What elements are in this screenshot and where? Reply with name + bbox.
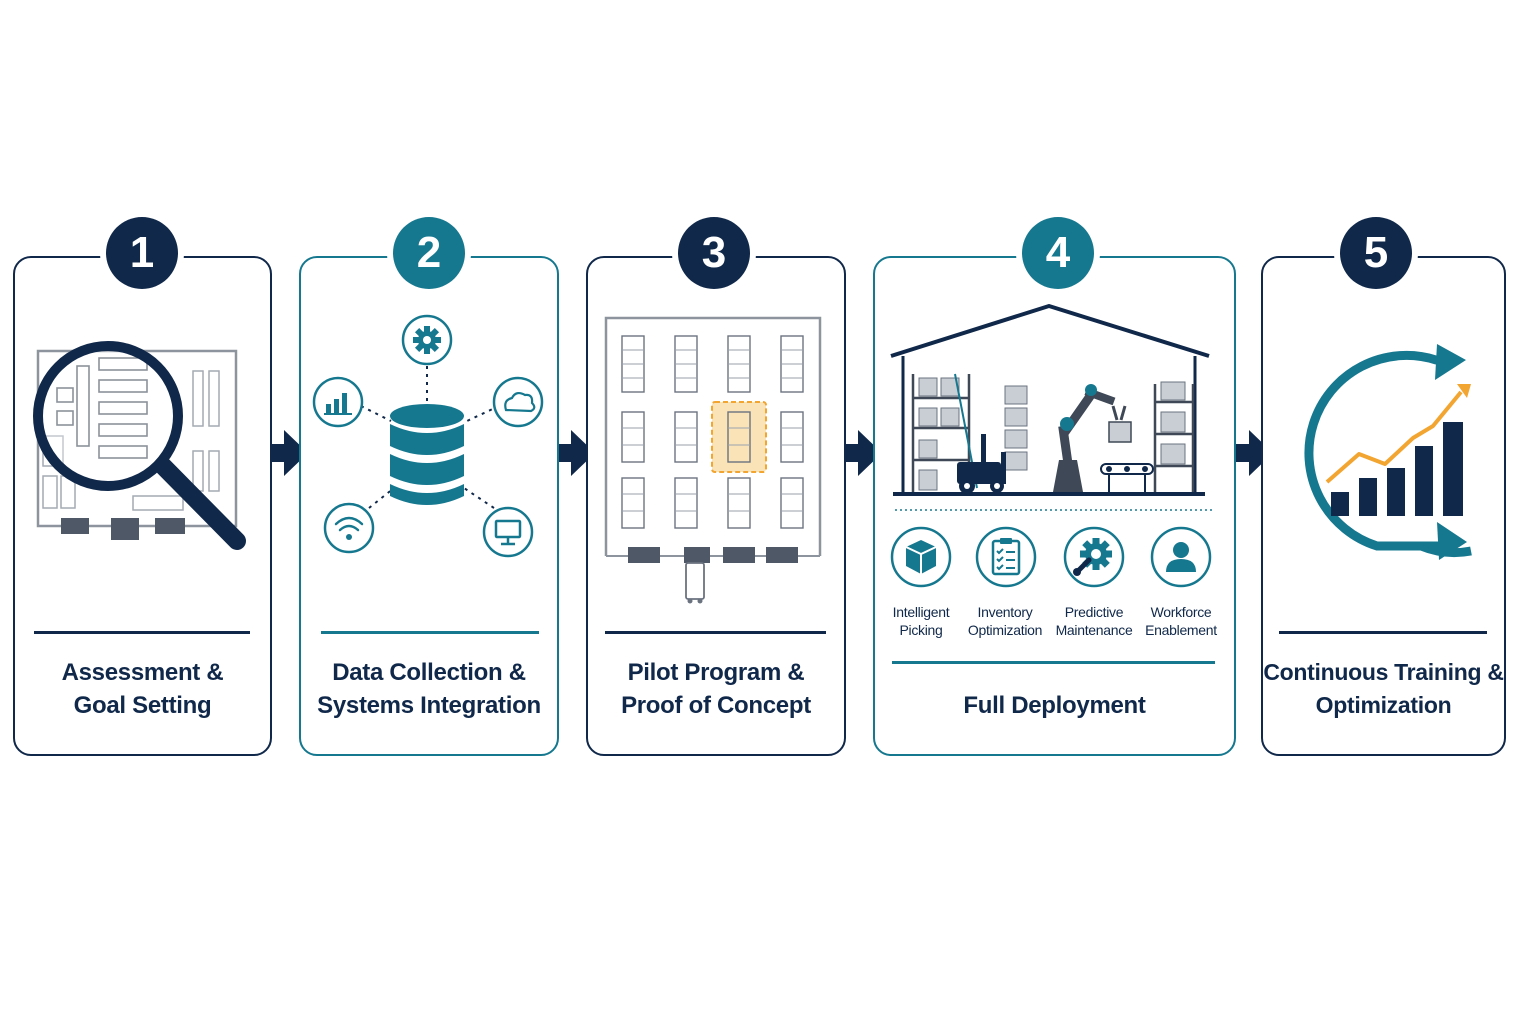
step-divider-2 <box>321 631 539 634</box>
step-card-4 <box>873 256 1236 756</box>
step-divider-3 <box>605 631 826 634</box>
step-title-1: Assessment & Goal Setting <box>61 659 224 719</box>
flow-arrow-3-4 <box>828 430 882 476</box>
feature-label-intelligent-picking: Intelligent Picking <box>892 604 950 638</box>
continuous-improvement-cycle-icon <box>1304 344 1472 560</box>
step-number-badge-1: 1 <box>106 217 178 289</box>
database-integration-icon <box>312 314 544 558</box>
step-title-5: Continuous Training & Optimization <box>1263 659 1504 718</box>
step-number-badge-4: 4 <box>1022 217 1094 289</box>
feature-label-inventory-optimization: Inventory Optimization <box>967 604 1043 638</box>
step-number-badge-2: 2 <box>393 217 465 289</box>
gear-wrench-icon <box>1063 526 1125 588</box>
step-divider-1 <box>34 631 250 634</box>
clipboard-checklist-icon <box>975 526 1037 588</box>
step-card-1 <box>13 256 272 756</box>
person-icon <box>1150 526 1212 588</box>
step-card-5 <box>1261 256 1506 756</box>
step-title-3: Pilot Program & Proof of Concept <box>621 659 811 719</box>
box-icon <box>890 526 952 588</box>
flow-arrow-1-2 <box>254 430 308 476</box>
automated-warehouse-icon <box>890 304 1215 511</box>
step-title-4: Full Deployment <box>963 692 1146 719</box>
step-title-2: Data Collection & Systems Integration <box>317 659 541 719</box>
step-divider-4 <box>892 661 1215 664</box>
feature-label-predictive-maintenance: Predictive Maintenance <box>1055 604 1133 638</box>
feature-label-workforce-enablement: Workforce Enablement <box>1145 604 1217 638</box>
pilot-warehouse-layout-icon <box>604 316 822 604</box>
step-divider-5 <box>1279 631 1487 634</box>
flow-arrow-4-5 <box>1219 430 1273 476</box>
flow-arrow-2-3 <box>541 430 595 476</box>
magnifier-warehouse-icon <box>33 341 246 550</box>
step-number-badge-3: 3 <box>678 217 750 289</box>
step-number-badge-5: 5 <box>1340 217 1412 289</box>
